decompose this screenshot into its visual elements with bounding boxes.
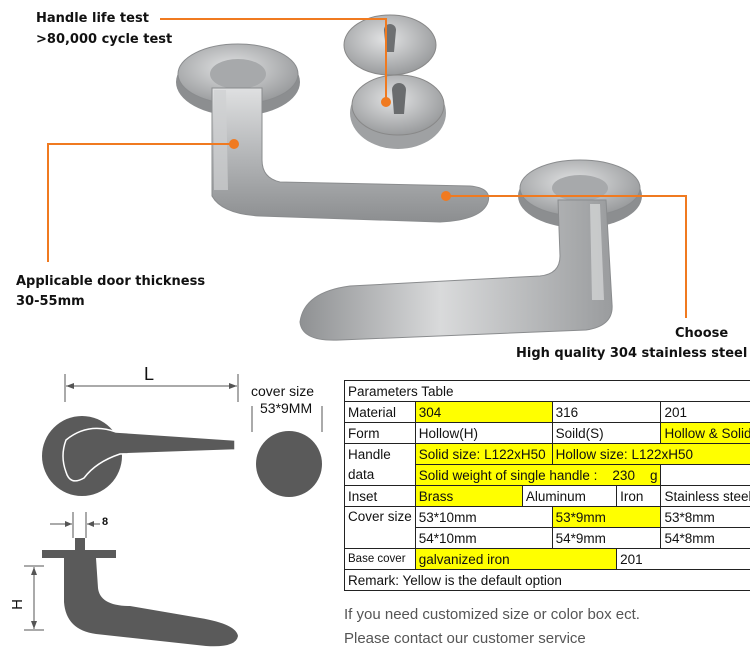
inset-opt-aluminum: Aluminum — [521, 485, 618, 507]
table-row-material: Material 304 316 201 — [344, 401, 750, 423]
remark: Remark: Yellow is the default option — [344, 569, 750, 591]
inset-opt-iron: Iron — [616, 485, 662, 507]
form-label: Form — [344, 422, 416, 444]
base-cover-opt-201: 201 — [616, 548, 750, 570]
inset-opt-stainless: Stainless steel — [660, 485, 750, 507]
cover-size-53x10: 53*10mm — [414, 506, 553, 528]
life-test-value: >80,000 cycle test — [36, 32, 173, 47]
table-row-handle-size: Handle data Solid size: L122xH50 Hollow … — [344, 443, 750, 486]
cover-size-53x9: 53*9mm — [551, 506, 662, 528]
height-label: H — [8, 599, 26, 610]
drawing-side-view — [24, 512, 238, 647]
callout-lines — [47, 18, 687, 318]
inset-opt-brass: Brass — [414, 485, 523, 507]
escutcheon-bottom — [350, 74, 446, 149]
table-row-inset: Inset Brass Aluminum Iron Stainless stee… — [344, 485, 750, 507]
hollow-size-value: L122xH50 — [631, 446, 693, 462]
door-thickness-value: 30-55mm — [16, 294, 85, 309]
weight-unit: g — [649, 467, 658, 483]
cover-size-53x8: 53*8mm — [660, 506, 750, 528]
handle-data-label-line2: data — [348, 466, 375, 482]
solid-size-label: Solid size: — [418, 446, 481, 462]
base-cover-label: Base cover — [344, 548, 416, 570]
handle-left — [176, 43, 490, 223]
drawing-top-view — [42, 416, 236, 496]
hollow-size-label: Hollow size: — [555, 446, 628, 462]
weight-empty-cell — [660, 464, 750, 486]
table-row-handle-weight: Solid weight of single handle : 230 g — [345, 464, 750, 486]
cover-size-label: Cover size — [344, 506, 416, 549]
weight-cell: Solid weight of single handle : 230 g — [414, 464, 662, 486]
parameters-table: Parameters Table Material 304 316 201 Fo… — [344, 380, 750, 591]
form-opt-solid: Soild(S) — [551, 422, 662, 444]
material-callout-title: Choose — [675, 326, 729, 341]
rose-thickness-label: 8 — [102, 516, 109, 528]
technical-drawing — [24, 374, 323, 647]
table-row-remark: Remark: Yellow is the default option — [344, 569, 750, 591]
drawing-cover-disc — [256, 431, 322, 497]
material-opt-316: 316 — [551, 401, 662, 423]
material-opt-304: 304 — [414, 401, 553, 423]
table-row-base-cover: Base cover galvanized iron 201 — [344, 548, 750, 570]
weight-value: 230 — [612, 467, 635, 483]
inset-label: Inset — [344, 485, 416, 507]
material-callout-value: High quality 304 stainless steel — [516, 346, 748, 361]
length-label: L — [144, 364, 155, 384]
door-thickness-title: Applicable door thickness — [16, 274, 206, 289]
escutcheon-top — [343, 14, 437, 76]
cover-size-54x10: 54*10mm — [414, 527, 553, 549]
table-row-cover-size-1: Cover size 53*10mm 53*9mm 53*8mm — [344, 506, 750, 549]
material-opt-201: 201 — [660, 401, 750, 423]
form-opt-hollow-solid: Hollow & Solid — [660, 422, 750, 444]
product-photo — [47, 14, 687, 341]
solid-size-cell: Solid size: L122xH50 — [414, 443, 553, 465]
material-label: Material — [344, 401, 416, 423]
table-title: Parameters Table — [344, 380, 750, 402]
life-test-title: Handle life test — [36, 11, 149, 26]
cover-size-54x9: 54*9mm — [551, 527, 662, 549]
cover-size-title: cover size — [251, 383, 315, 399]
table-row-form: Form Hollow(H) Soild(S) Hollow & Solid — [344, 422, 750, 444]
cover-size-54x8: 54*8mm — [660, 527, 750, 549]
hollow-size-cell: Hollow size: L122xH50 — [551, 443, 750, 465]
base-cover-opt-galvanized: galvanized iron — [414, 548, 618, 570]
weight-label: Solid weight of single handle : — [418, 467, 598, 483]
handle-data-label-line1: Handle — [348, 446, 391, 462]
cover-size-value: 53*9MM — [260, 400, 313, 416]
note-contact: Please contact our customer service — [344, 630, 586, 647]
form-opt-hollow: Hollow(H) — [414, 422, 553, 444]
handle-data-label: Handle data — [344, 443, 416, 486]
note-customized: If you need customized size or color box… — [344, 606, 640, 623]
table-row-cover-size-2: 54*10mm 54*9mm 54*8mm — [345, 527, 750, 549]
solid-size-value: L122xH50 — [484, 446, 546, 462]
